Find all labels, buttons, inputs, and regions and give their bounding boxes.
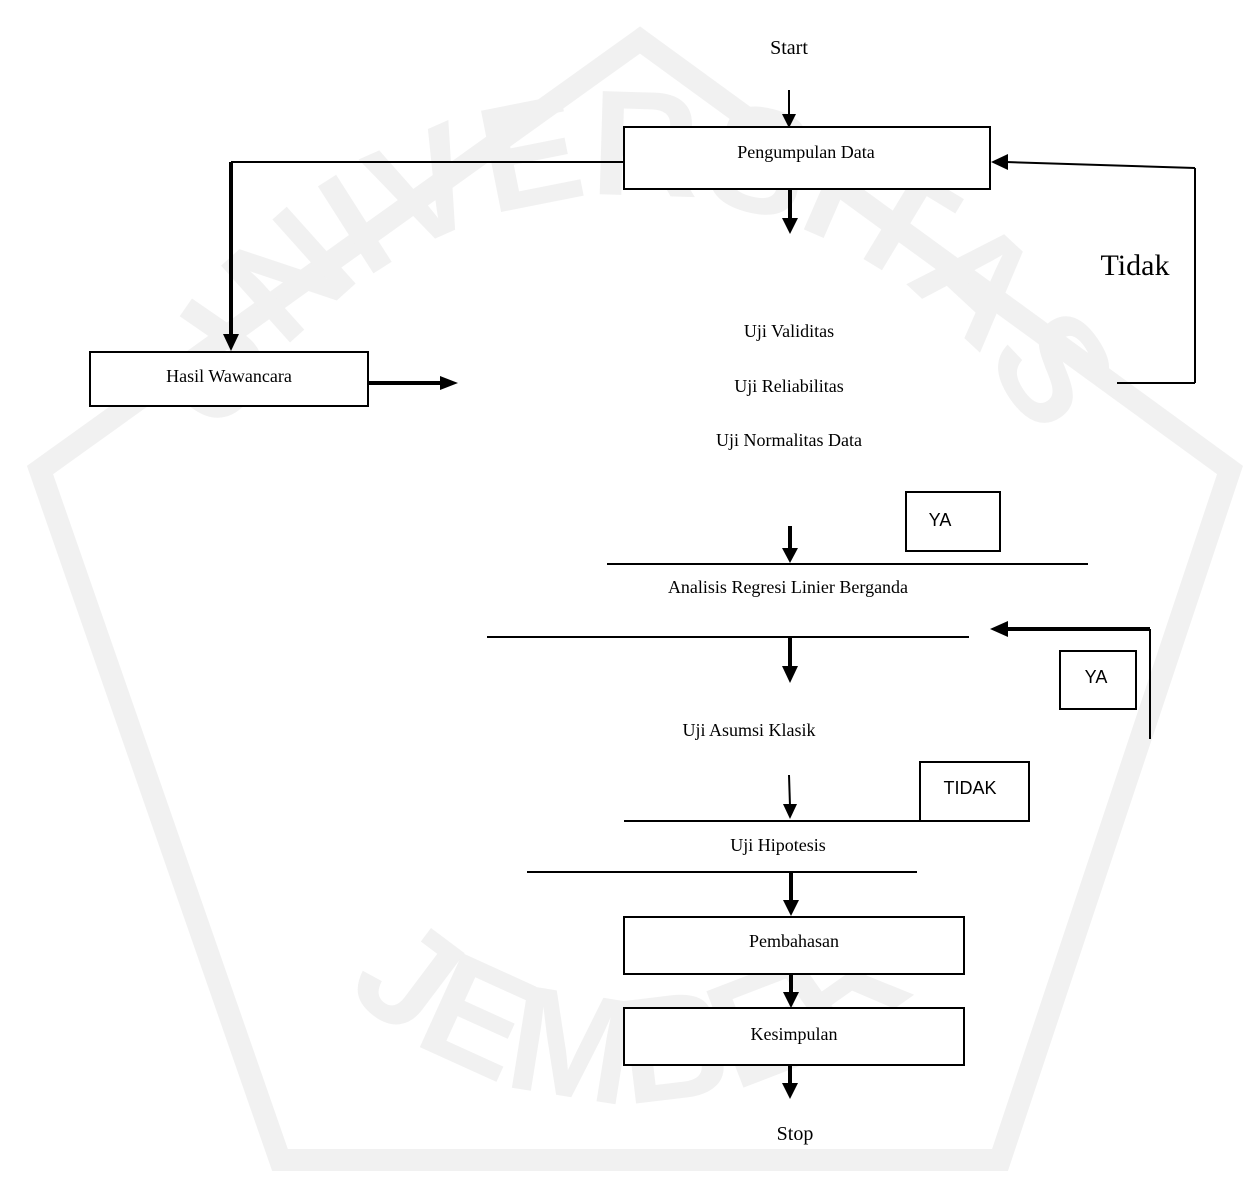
tidak-box-label: TIDAK — [943, 778, 996, 798]
arrow-hipotesis-to-pembahasan — [783, 872, 799, 916]
arrow-kesimpulan-to-stop — [782, 1066, 798, 1099]
uji-reliabilitas-label: Uji Reliabilitas — [734, 376, 844, 396]
arrow-wawancara-to-uji — [368, 376, 458, 390]
kesimpulan-box — [623, 1007, 965, 1066]
arrow-start-to-pengumpulan — [782, 90, 796, 128]
pengumpulan-data-box — [623, 126, 991, 190]
arrow-uji-to-analisis — [782, 526, 798, 563]
feedback-loop-tidak — [991, 154, 1196, 384]
start-label: Start — [770, 37, 808, 59]
stop-label: Stop — [777, 1123, 814, 1145]
ya-box-1 — [905, 491, 1001, 552]
uji-validitas-label: Uji Validitas — [744, 321, 834, 341]
pengumpulan-data-label: Pengumpulan Data — [737, 142, 874, 162]
uji-asumsi-klasik-label: Uji Asumsi Klasik — [682, 720, 815, 740]
connector-pengumpulan-to-wawancara — [223, 161, 624, 351]
pembahasan-label: Pembahasan — [749, 931, 839, 951]
hasil-wawancara-label: Hasil Wawancara — [166, 366, 292, 386]
hasil-wawancara-box — [89, 351, 369, 407]
ya-label-1: YA — [929, 510, 952, 530]
tidak-label: Tidak — [1101, 249, 1170, 282]
ya-label-2: YA — [1085, 667, 1108, 687]
analisis-regresi-label: Analisis Regresi Linier Berganda — [668, 577, 908, 597]
arrow-analisis-to-asumsi — [782, 637, 798, 683]
ya-box-2 — [1059, 650, 1137, 710]
arrow-pengumpulan-to-uji — [782, 190, 798, 234]
tidak-box — [919, 761, 1030, 822]
kesimpulan-label: Kesimpulan — [751, 1024, 838, 1044]
uji-hipotesis-label: Uji Hipotesis — [730, 835, 826, 855]
feedback-loop-ya — [990, 621, 1151, 739]
watermark: UNIVERSITAS JEMBER — [26, 26, 1243, 1171]
arrow-pembahasan-to-kesimpulan — [783, 974, 799, 1008]
pembahasan-box — [623, 916, 965, 975]
arrow-asumsi-to-hipotesis — [783, 774, 797, 819]
uji-normalitas-label: Uji Normalitas Data — [716, 430, 862, 450]
